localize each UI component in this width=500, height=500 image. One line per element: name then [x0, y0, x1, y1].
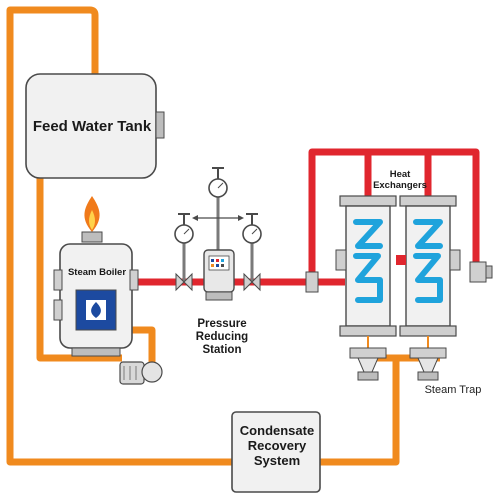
boiler-burner-icon	[86, 300, 106, 320]
prs-label-line-2: Reducing	[195, 331, 249, 344]
crs-label-line-1: Condensate	[239, 423, 315, 438]
pump-icon	[119, 361, 163, 385]
tank-to-boiler-line	[36, 175, 122, 362]
crs-label-line-3: System	[253, 452, 301, 468]
pressure-gauge-icon	[192, 167, 244, 250]
steam-trap-icon	[409, 347, 447, 381]
condensate-recovery-label: Condensate Recovery System	[232, 423, 322, 469]
heat-exchanger-1	[335, 195, 397, 354]
pressure-gauge-icon	[242, 213, 262, 282]
feed-water-tank-label: Feed Water Tank	[32, 118, 152, 135]
pressure-gauge-icon	[174, 213, 194, 282]
steam-branch-top	[308, 148, 480, 282]
control-valve-icon	[203, 249, 235, 301]
condensate-recovery-system	[231, 411, 321, 493]
steam-trap-label: Steam Trap	[424, 384, 482, 396]
hx-link	[396, 255, 406, 265]
condensate-return-loop	[6, 6, 232, 466]
prs-label-line-3: Station	[202, 344, 242, 357]
prs-label-line-1: Pressure	[197, 318, 247, 330]
valve-icon	[469, 261, 493, 283]
pump-to-boiler-line	[130, 326, 156, 372]
pressure-reducing-station	[174, 167, 262, 301]
valve-icon	[175, 272, 193, 292]
valve-icon	[243, 272, 261, 292]
flame-icon	[81, 196, 103, 243]
steam-trap-icon	[349, 347, 387, 381]
steam-boiler	[53, 243, 139, 357]
heat-exchangers-label: Heat Exchangers	[360, 169, 440, 192]
valve-icon	[305, 271, 319, 293]
feed-water-tank	[25, 73, 165, 179]
crs-label-line-2: Recovery	[247, 437, 307, 453]
hx-label-line-1: Heat	[389, 169, 411, 180]
hx-label-line-2: Exchangers	[373, 179, 427, 191]
pressure-reducing-station-label: Pressure Reducing Station	[184, 318, 260, 358]
steam-boiler-label: Steam Boiler	[67, 267, 127, 278]
heat-exchanger-2	[399, 195, 461, 354]
